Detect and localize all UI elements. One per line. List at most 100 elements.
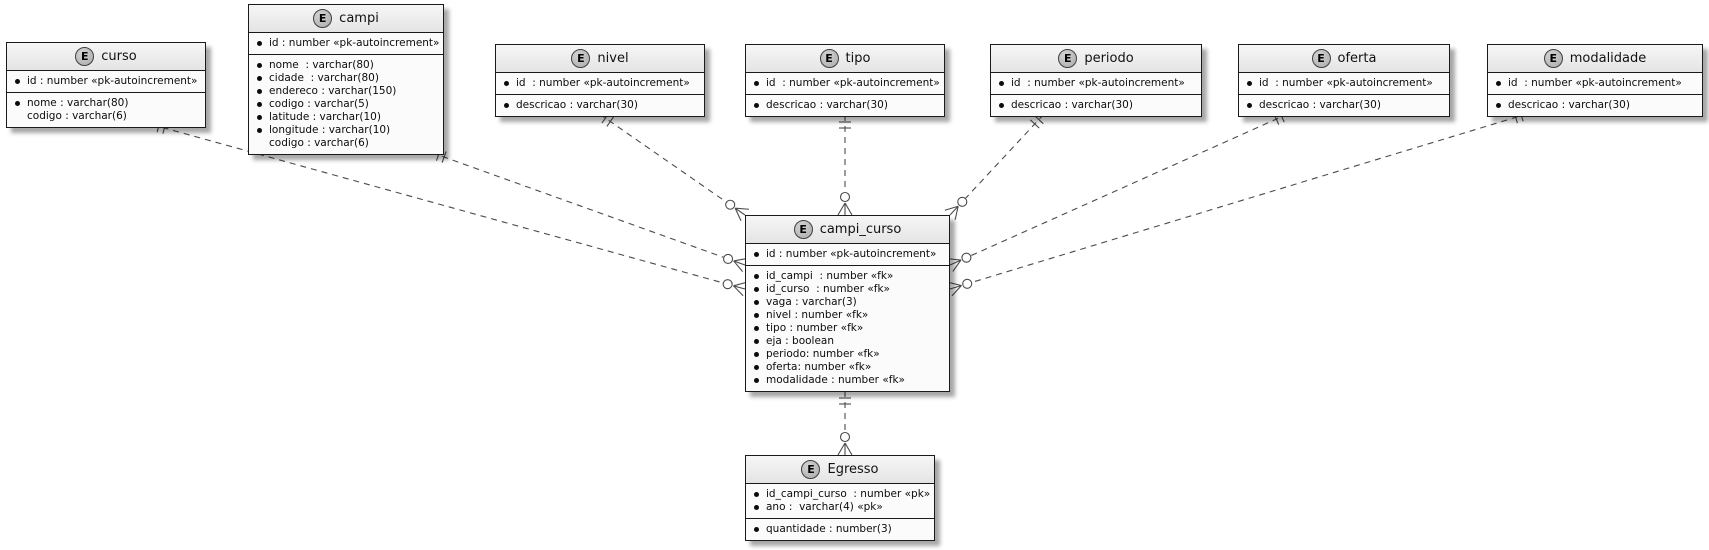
attribute-row: codigo : varchar(6) xyxy=(15,110,197,123)
entity-section: id : number «pk-autoincrement» xyxy=(1488,73,1702,94)
entity-name: campi xyxy=(339,11,379,26)
attribute-row: id : number «pk-autoincrement» xyxy=(754,248,941,261)
entity-section: nome : varchar(80)codigo : varchar(6) xyxy=(7,92,205,127)
attribute-row: id_curso : number «fk» xyxy=(754,283,941,296)
entity-name: nivel xyxy=(597,51,629,66)
attribute-text: longitude : varchar(10) xyxy=(269,124,391,136)
attribute-row: id : number «pk-autoincrement» xyxy=(999,77,1193,90)
entity-spot-icon: E xyxy=(571,49,591,68)
bullet-icon xyxy=(257,41,262,46)
attribute-row: codigo : varchar(6) xyxy=(257,137,435,150)
attribute-text: latitude : varchar(10) xyxy=(269,111,381,123)
attribute-row: descricao : varchar(30) xyxy=(754,99,936,112)
entity-section: id : number «pk-autoincrement» xyxy=(249,33,443,54)
entity-section: quantidade : number(3) xyxy=(746,518,934,540)
entity-name: periodo xyxy=(1084,51,1134,66)
attribute-row: descricao : varchar(30) xyxy=(504,99,696,112)
bullet-icon xyxy=(754,274,759,279)
attribute-text: nivel : number «fk» xyxy=(766,309,869,321)
bullet-icon xyxy=(257,89,262,94)
bullet-icon xyxy=(754,252,759,257)
attribute-row: id : number «pk-autoincrement» xyxy=(504,77,696,90)
bullet-icon xyxy=(15,79,20,84)
attribute-text: descricao : varchar(30) xyxy=(1508,99,1630,111)
attribute-row: eja : boolean xyxy=(754,335,941,348)
bullet-icon xyxy=(754,365,759,370)
attribute-row: endereco : varchar(150) xyxy=(257,85,435,98)
attribute-row: longitude : varchar(10) xyxy=(257,124,435,137)
bullet-icon xyxy=(754,287,759,292)
entity-section: id : number «pk-autoincrement» xyxy=(746,244,949,265)
bullet-icon xyxy=(1496,103,1501,108)
entity-spot-icon: E xyxy=(819,49,839,68)
attribute-text: id_campi_curso : number «pk» xyxy=(766,488,931,500)
attribute-row: descricao : varchar(30) xyxy=(1496,99,1694,112)
attribute-text: nome : varchar(80) xyxy=(27,97,129,109)
attribute-text: nome : varchar(80) xyxy=(269,59,374,71)
attribute-row: oferta: number «fk» xyxy=(754,361,941,374)
bullet-icon xyxy=(999,81,1004,86)
attribute-row: nivel : number «fk» xyxy=(754,309,941,322)
bullet-icon xyxy=(754,505,759,510)
attribute-text: descricao : varchar(30) xyxy=(766,99,888,111)
entity-name: tipo xyxy=(845,51,871,66)
attribute-text: codigo : varchar(6) xyxy=(27,110,127,122)
bullet-icon xyxy=(754,339,759,344)
entity-spot-icon: E xyxy=(313,9,333,28)
attribute-row: id_campi : number «fk» xyxy=(754,270,941,283)
attribute-row: latitude : varchar(10) xyxy=(257,111,435,124)
attribute-text: modalidade : number «fk» xyxy=(766,374,905,386)
attribute-text: id : number «pk-autoincrement» xyxy=(766,248,937,260)
entity-name: Egresso xyxy=(827,462,879,477)
relation-nivel-campi_curso xyxy=(599,112,750,221)
attribute-row: nome : varchar(80) xyxy=(257,59,435,72)
attribute-text: id : number «pk-autoincrement» xyxy=(1259,77,1433,89)
bullet-icon xyxy=(754,300,759,305)
bullet-icon xyxy=(754,313,759,318)
entity-spot-icon: E xyxy=(1058,49,1078,68)
attribute-text: vaga : varchar(3) xyxy=(766,296,857,308)
bullet-icon xyxy=(257,63,262,68)
relation-curso-campi_curso xyxy=(151,120,748,297)
bullet-icon xyxy=(754,103,759,108)
entity-name: oferta xyxy=(1337,51,1377,66)
bullet-icon xyxy=(257,128,262,133)
entity-section: descricao : varchar(30) xyxy=(991,94,1201,116)
entity-spot-icon: E xyxy=(75,47,95,66)
attribute-row: descricao : varchar(30) xyxy=(999,99,1193,112)
bullet-icon xyxy=(754,378,759,383)
attribute-text: codigo : varchar(6) xyxy=(269,137,369,149)
attribute-text: descricao : varchar(30) xyxy=(1259,99,1381,111)
attribute-row: vaga : varchar(3) xyxy=(754,296,941,309)
attribute-text: id : number «pk-autoincrement» xyxy=(516,77,690,89)
attribute-text: periodo: number «fk» xyxy=(766,348,880,360)
entity-name: modalidade xyxy=(1569,51,1647,66)
entity-section: descricao : varchar(30) xyxy=(496,94,704,116)
attribute-row: modalidade : number «fk» xyxy=(754,374,941,387)
attribute-text: ano : varchar(4) «pk» xyxy=(766,501,883,513)
entity-section: id : number «pk-autoincrement» xyxy=(496,73,704,94)
entity-spot-icon: E xyxy=(1543,49,1563,68)
attribute-row: id : number «pk-autoincrement» xyxy=(257,37,439,50)
entity-section: descricao : varchar(30) xyxy=(1239,94,1449,116)
entity-spot-icon: E xyxy=(793,220,813,239)
bullet-icon xyxy=(754,81,759,86)
attribute-row: ano : varchar(4) «pk» xyxy=(754,501,926,514)
attribute-text: id : number «pk-autoincrement» xyxy=(1508,77,1682,89)
entity-name: curso xyxy=(101,49,137,64)
attribute-text: descricao : varchar(30) xyxy=(1011,99,1133,111)
bullet-icon xyxy=(754,527,759,532)
attribute-row: cidade : varchar(80) xyxy=(257,72,435,85)
